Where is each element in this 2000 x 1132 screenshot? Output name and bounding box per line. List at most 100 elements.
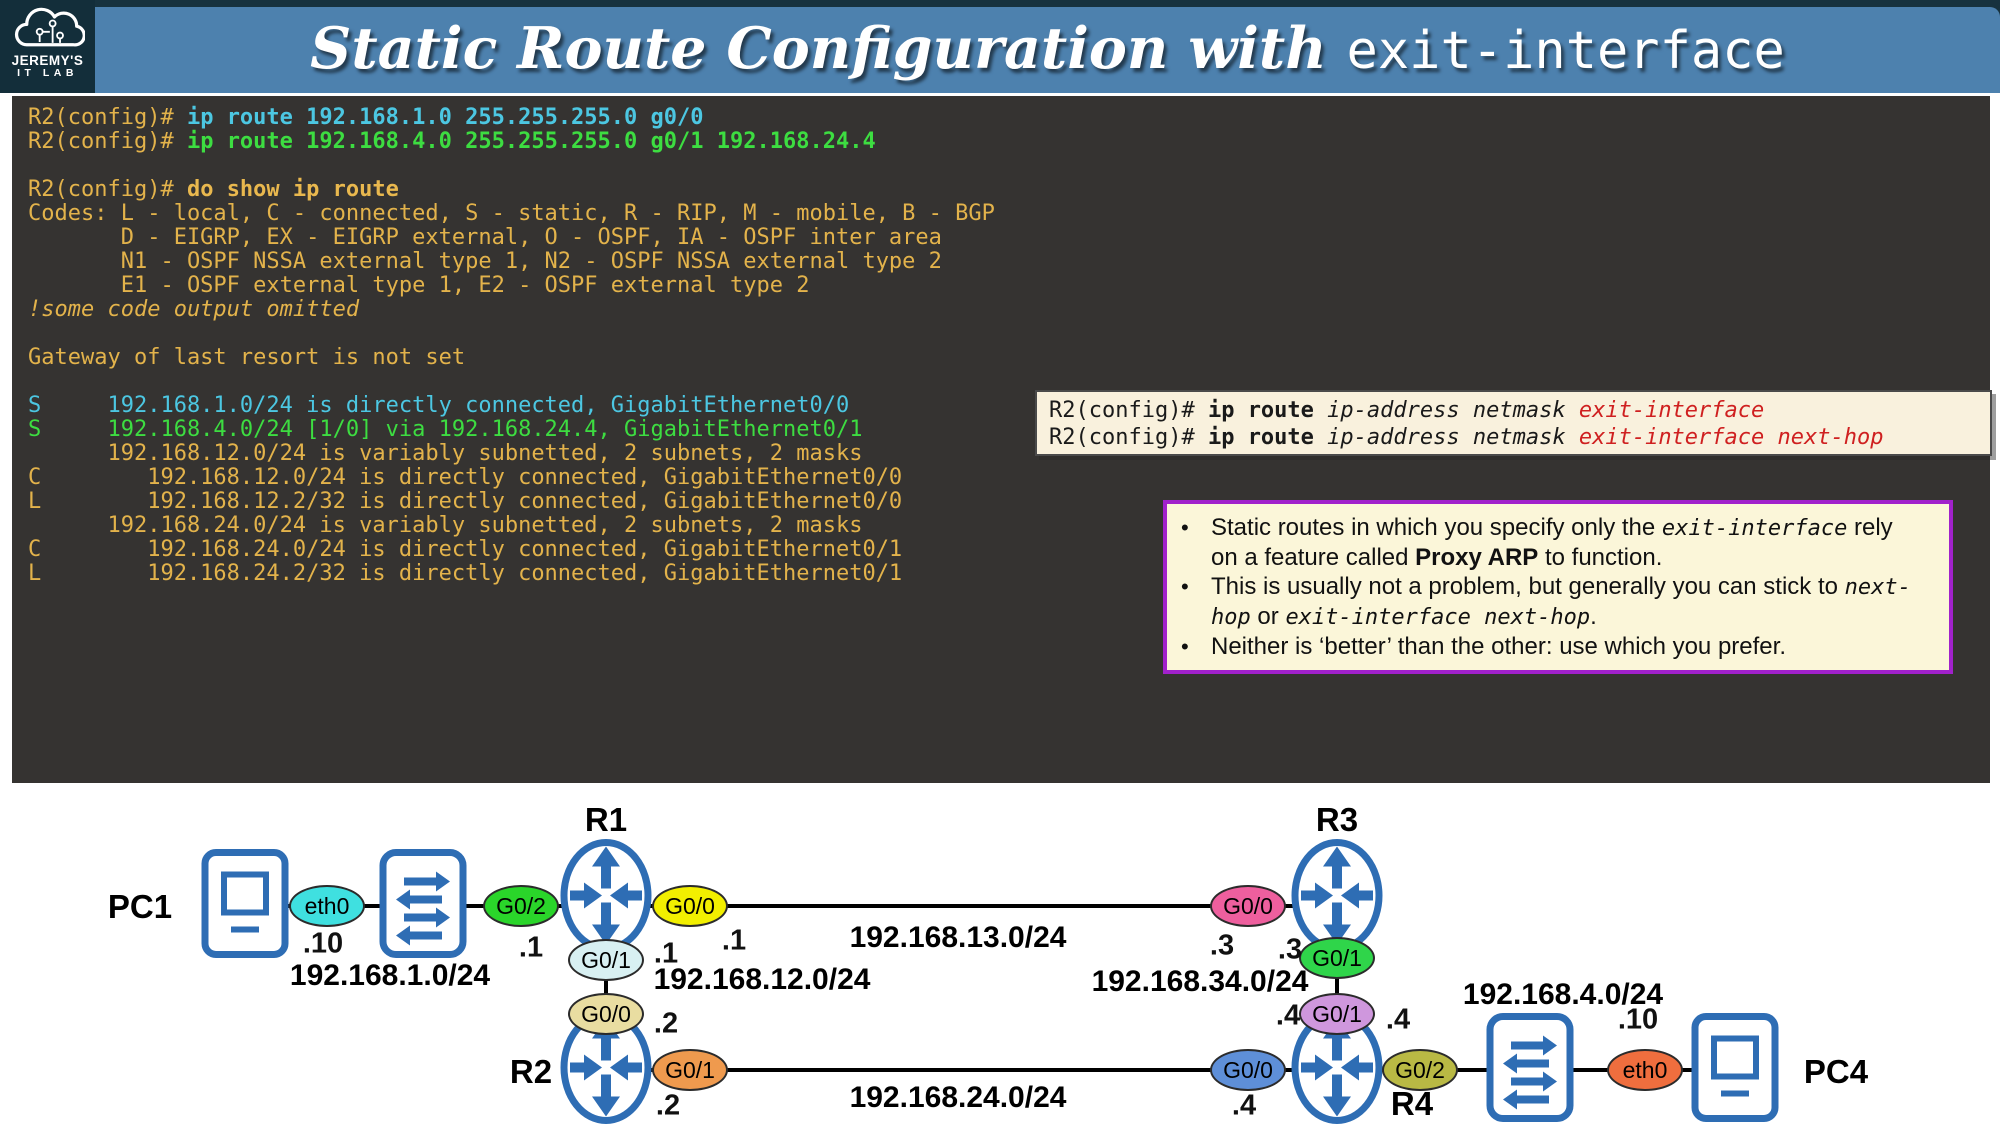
bullet-marker: •: [1181, 574, 1189, 599]
terminal-line: R2(config)# ip route 192.168.4.0 255.255…: [28, 130, 1990, 154]
note-bullet: •Neither is ‘better’ than the other: use…: [1181, 632, 1915, 661]
r4-interface-g0-1: G0/1: [1299, 993, 1375, 1035]
link-line: [606, 1068, 1337, 1072]
text-segment: do show ip route: [186, 177, 399, 202]
r1-interface-g0-1: G0/1: [568, 939, 644, 981]
text-segment: R2(config)#: [28, 129, 187, 154]
r1-ip-suffix: .1: [653, 937, 679, 970]
r3-interface-g0-0: G0/0: [1210, 885, 1286, 927]
switch1-switch-icon: [378, 848, 468, 965]
terminal-line: R2(config)# ip route 192.168.1.0 255.255…: [28, 106, 1990, 130]
device-label-pc1: PC1: [107, 888, 173, 925]
pc1-ip-suffix: .10: [302, 927, 344, 960]
pc1-pc-icon: [200, 848, 290, 965]
text-segment: R2(config)#: [28, 177, 187, 202]
text-segment: E1 - OSPF external type 1, E2 - OSPF ext…: [28, 273, 810, 298]
r4-ip-suffix: .4: [1275, 999, 1301, 1032]
text-segment: D - EIGRP, EX - EIGRP external, O - OSPF…: [28, 225, 942, 250]
r4-ip-suffix: .4: [1231, 1089, 1257, 1122]
switch2-switch-icon: [1485, 1012, 1575, 1129]
text-segment: [1314, 425, 1327, 450]
subnet-label: 192.168.24.0/24: [849, 1081, 1067, 1114]
text-segment: ip route: [1207, 398, 1314, 423]
link-line: [245, 904, 1337, 908]
r3-router-icon: [1290, 837, 1384, 960]
subnet-label: 192.168.13.0/24: [849, 921, 1067, 954]
terminal-line: D - EIGRP, EX - EIGRP external, O - OSPF…: [28, 226, 1990, 250]
terminal-line: C 192.168.24.0/24 is directly connected,…: [28, 538, 1990, 562]
terminal-line: L 192.168.24.2/32 is directly connected,…: [28, 562, 1990, 586]
terminal-line: !some code output omitted: [28, 298, 1990, 322]
text-segment: [1314, 398, 1327, 423]
r4-ip-suffix: .4: [1385, 1003, 1411, 1036]
text-segment: exit-interface: [1578, 398, 1765, 423]
terminal-line: C 192.168.12.0/24 is directly connected,…: [28, 466, 1990, 490]
device-label-r4: R4: [1390, 1085, 1434, 1122]
text-segment: Neither is ‘better’ than the other: use …: [1211, 633, 1786, 660]
r1-router-icon: [559, 837, 653, 960]
terminal-line: 192.168.12.0/24 is variably subnetted, 2…: [28, 442, 1990, 466]
terminal-line: L 192.168.12.2/32 is directly connected,…: [28, 490, 1990, 514]
text-segment: R2(config)#: [1049, 398, 1208, 423]
note-bullet: •Static routes in which you specify only…: [1181, 513, 1915, 572]
terminal-line: N1 - OSPF NSSA external type 1, N2 - OSP…: [28, 250, 1990, 274]
terminal-line: Gateway of last resort is not set: [28, 346, 1990, 370]
text-segment: L 192.168.24.2/32 is directly connected,…: [28, 561, 903, 586]
notes-box: • Static routes in which you specify only…: [1163, 500, 1953, 674]
pc4-interface-eth0: eth0: [1607, 1049, 1683, 1091]
header-band: Static Route Configuration with exit-int…: [95, 7, 2000, 93]
r4-interface-g0-0: G0/0: [1210, 1049, 1286, 1091]
pc1-interface-eth0: eth0: [289, 885, 365, 927]
terminal-line: S 192.168.1.0/24 is directly connected, …: [28, 394, 1990, 418]
terminal-line: S 192.168.4.0/24 [1/0] via 192.168.24.4,…: [28, 418, 1990, 442]
text-segment: C 192.168.12.0/24 is directly connected,…: [28, 465, 903, 490]
text-segment: .: [1590, 603, 1597, 630]
r2-ip-suffix: .2: [655, 1089, 681, 1122]
note-bullet: • This is usually not a problem, but gene…: [1181, 572, 1915, 632]
text-segment: L 192.168.12.2/32 is directly connected,…: [28, 489, 903, 514]
text-segment: !some code output omitted: [28, 297, 360, 322]
device-label-r1: R1: [584, 801, 628, 838]
r3-interface-g0-1: G0/1: [1299, 937, 1375, 979]
link-line: [1337, 1068, 1735, 1072]
terminal-line: E1 - OSPF external type 1, E2 - OSPF ext…: [28, 274, 1990, 298]
text-segment: or: [1250, 603, 1286, 630]
text-segment: R2(config)#: [28, 105, 187, 130]
terminal-line: 192.168.24.0/24 is variably subnetted, 2…: [28, 514, 1990, 538]
bullet-text: Static routes in which you specify only …: [1211, 513, 1911, 572]
device-label-pc4: PC4: [1803, 1053, 1869, 1090]
r4-interface-g0-2: G0/2: [1382, 1049, 1458, 1091]
r4-router-icon: [1290, 1009, 1384, 1132]
r1-ip-suffix: .1: [721, 924, 747, 957]
bullet-text: Neither is ‘better’ than the other: use …: [1211, 632, 1911, 661]
text-segment: Codes: L - local, C - connected, S - sta…: [28, 201, 995, 226]
text-segment: Gateway of last resort is not set: [28, 345, 466, 370]
pc4-ip-suffix: .10: [1617, 1003, 1659, 1036]
text-segment: Proxy ARP: [1415, 544, 1539, 571]
bullet-text: This is usually not a problem, but gener…: [1211, 572, 1911, 632]
link-line: [604, 898, 608, 1070]
slide-title: Static Route Configuration with exit-int…: [310, 15, 1785, 82]
subnet-label: 192.168.1.0/24: [289, 959, 491, 992]
title-mono-text: exit-interface: [1346, 20, 1785, 81]
r3-ip-suffix: .3: [1277, 933, 1303, 966]
text-segment: C 192.168.24.0/24 is directly connected,…: [28, 537, 903, 562]
text-segment: exit-interface next-hop: [1578, 425, 1884, 450]
text-segment: Static routes in which you specify only …: [1211, 514, 1662, 541]
r2-interface-g0-1: G0/1: [652, 1049, 728, 1091]
title-script-text: Static Route Configuration with: [310, 14, 1347, 82]
subnet-label: 192.168.12.0/24: [653, 963, 871, 996]
text-segment: This is usually not a problem, but gener…: [1211, 573, 1845, 600]
subnet-label: 192.168.4.0/24: [1462, 978, 1664, 1011]
text-segment: N1 - OSPF NSSA external type 1, N2 - OSP…: [28, 249, 942, 274]
text-segment: 192.168.12.0/24 is variably subnetted, 2…: [28, 441, 863, 466]
text-segment: ip route: [1207, 425, 1314, 450]
text-segment: R2(config)#: [1049, 425, 1208, 450]
terminal-line: Codes: L - local, C - connected, S - sta…: [28, 202, 1990, 226]
cloud-circuit-icon: [14, 7, 85, 47]
terminal-line: [28, 322, 1990, 346]
r1-interface-g0-0: G0/0: [652, 885, 728, 927]
text-segment: rely on a feature called: [1211, 514, 1893, 571]
header: Static Route Configuration with exit-int…: [0, 0, 2000, 93]
